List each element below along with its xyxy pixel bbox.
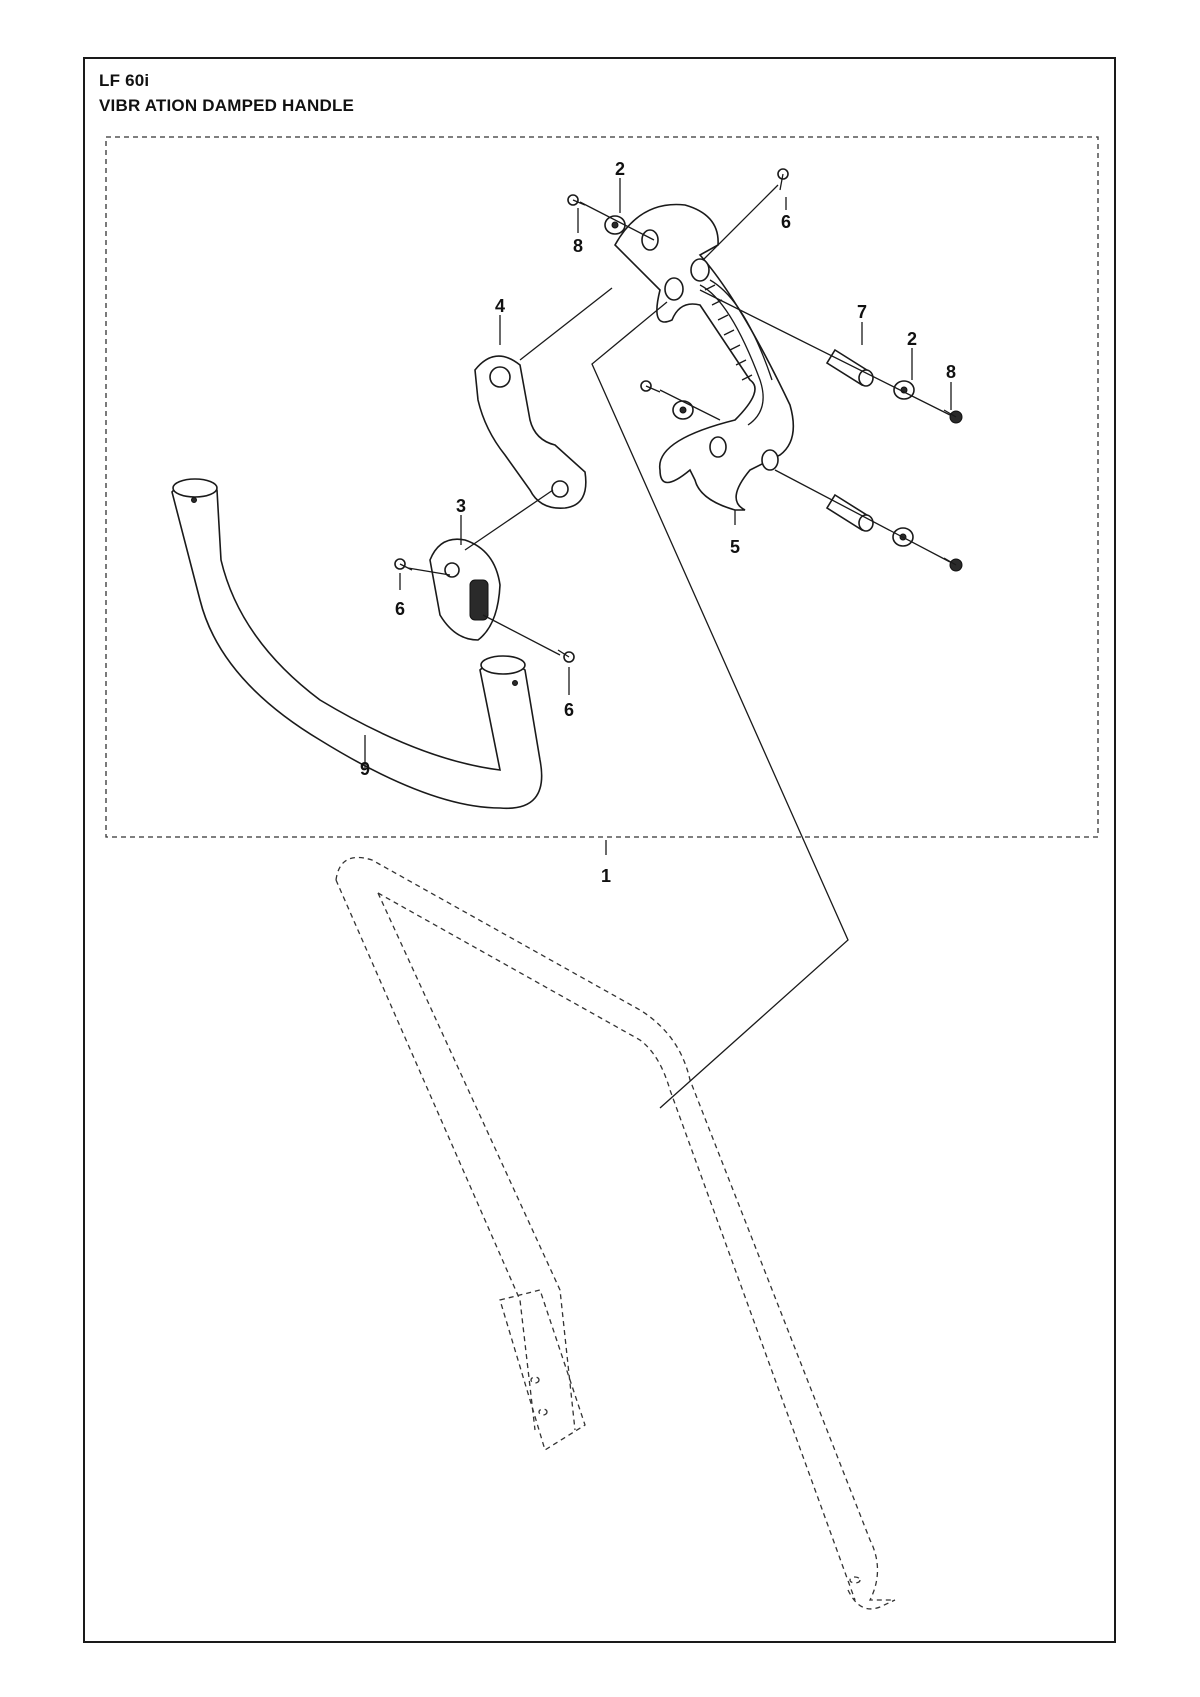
main-handle-part-1 (335, 856, 896, 1610)
link-plate-part-4 (474, 355, 587, 509)
callout-2b: 2 (907, 329, 917, 349)
upper-handle-part-5 (614, 203, 795, 511)
callout-leaders (364, 178, 952, 855)
spacer-part-7 (825, 348, 874, 532)
callout-6c: 6 (564, 700, 574, 720)
assembly-lines (407, 184, 951, 1109)
callout-9: 9 (360, 759, 370, 779)
damper-part-3 (429, 538, 501, 641)
tube-part-9 (171, 478, 543, 810)
washer-part-2 (604, 215, 915, 547)
assembly-group-boundary (105, 136, 1099, 838)
model-title: LF 60i (99, 71, 150, 90)
callout-2a: 2 (615, 159, 625, 179)
callout-1: 1 (601, 866, 611, 886)
callout-labels: 1 2 2 3 4 5 6 6 6 7 8 8 9 (360, 159, 956, 886)
section-title: VIBR ATION DAMPED HANDLE (99, 96, 355, 115)
screw-part-6 (394, 168, 789, 663)
drawing-frame (83, 57, 1116, 1643)
callout-4: 4 (495, 296, 505, 316)
callout-3: 3 (456, 496, 466, 516)
callout-6b: 6 (395, 599, 405, 619)
callout-8a: 8 (573, 236, 583, 256)
callout-5: 5 (730, 537, 740, 557)
callout-8b: 8 (946, 362, 956, 382)
callout-6a: 6 (781, 212, 791, 232)
callout-7: 7 (857, 302, 867, 322)
